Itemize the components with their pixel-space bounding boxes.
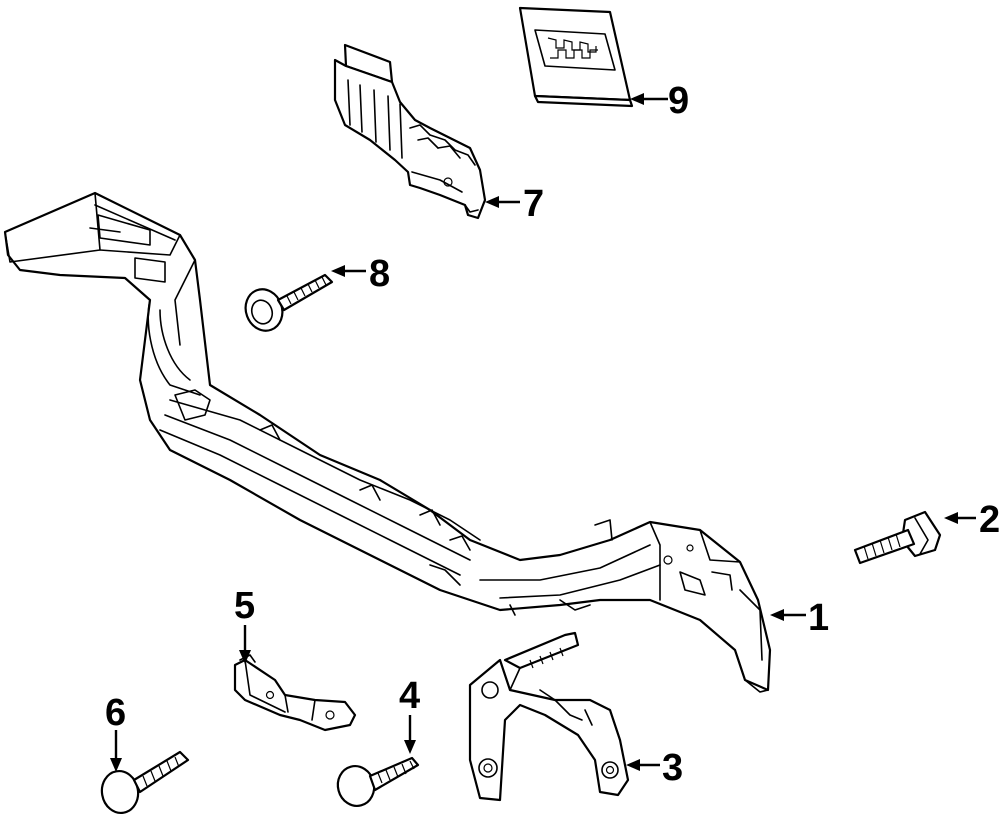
part-screw-6	[100, 750, 190, 815]
callout-8: 8	[369, 253, 390, 295]
callout-numbers: 9 7 8 2 1 5 4 6 3	[105, 80, 1000, 789]
callout-4: 4	[399, 675, 420, 717]
callout-9: 9	[668, 80, 689, 122]
part-screw-8	[244, 273, 334, 332]
part-reinforcement-beam	[3, 191, 772, 693]
part-tow-hook-bracket	[468, 631, 630, 802]
part-absorber-pad	[518, 6, 634, 108]
callout-3: 3	[662, 747, 683, 789]
part-screw-4	[336, 756, 420, 807]
callout-1: 1	[808, 597, 829, 639]
callout-7: 7	[523, 183, 544, 225]
callout-5: 5	[234, 585, 255, 627]
callout-leaders	[110, 93, 976, 772]
callout-6: 6	[105, 692, 126, 734]
part-mounting-bracket	[233, 654, 357, 732]
part-bolt-2	[853, 510, 942, 565]
part-energy-absorber	[333, 43, 487, 220]
callout-2: 2	[979, 499, 1000, 541]
